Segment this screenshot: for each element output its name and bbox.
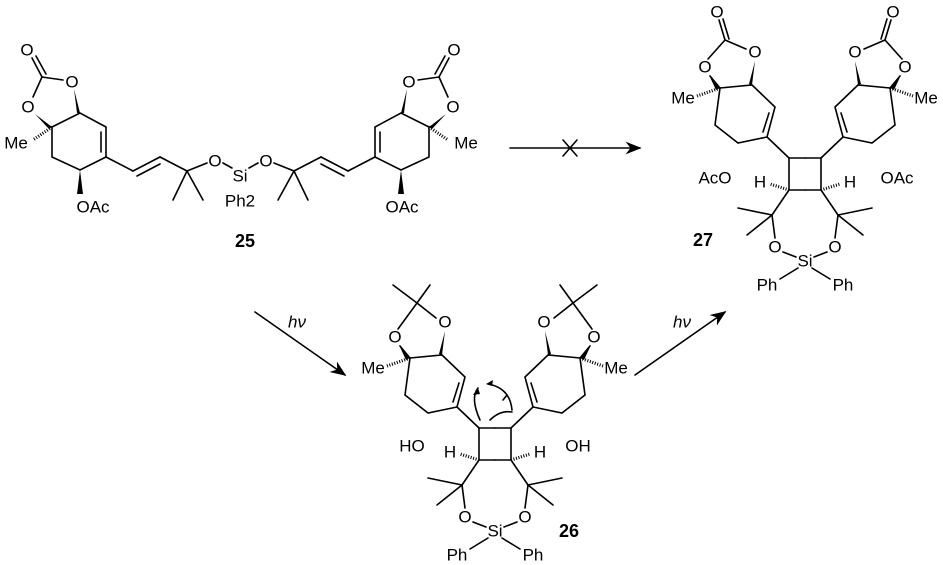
acetoxy-label: AcO [698,169,731,188]
methyl-label: Me [914,89,938,108]
silicon-label: Si [487,522,502,541]
ring-oxygen: O [587,328,600,347]
phenyl-label: Ph [833,276,854,295]
acetoxy-label: OAc [880,169,914,188]
compound-label-26: 26 [559,521,579,541]
silyl-oxygen: O [828,238,841,257]
ring-oxygen: O [748,43,761,62]
phenyl-label: Ph [757,276,778,295]
compound-27: O O O O O O Me Me AcO OAc H H O O Si Ph … [671,3,938,295]
blocked-arrow [509,139,642,157]
silyl-oxygen: O [518,508,531,527]
hydroxyl-label: OH [565,437,591,456]
hydrogen-label: H [844,173,856,192]
ring-oxygen: O [65,73,78,92]
hydroxyl-label: HO [399,437,425,456]
silicon-label: Si [232,167,247,186]
silyl-oxygen: O [768,238,781,257]
carbonate-right [863,18,903,60]
hydrogen-label: H [754,173,766,192]
methyl-label: Me [604,359,628,378]
compound-26: O O O O Me Me HO OH H H O O Si Ph Ph 26 [361,284,628,565]
silyl-oxygen: O [208,152,221,171]
methyl-label: Me [361,359,385,378]
ring-oxygen: O [898,58,911,77]
curved-electron-arrows [473,380,513,421]
acetoxy-label: OAc [76,198,110,217]
acetonide-left [392,284,437,330]
compound-label-25: 25 [235,231,255,251]
compound-25-right-bonds [247,54,451,202]
compound-25: O O O Me OAc O O O Me OAc O O Si Ph2 25 [4,41,478,252]
acetoxy-label: OAc [385,198,419,217]
silicon-label: Si [797,252,812,271]
hv-label: hν [673,313,691,332]
hydrogen-label: H [444,443,456,462]
hv-label: hν [288,313,306,332]
ring-oxygen: O [698,58,711,77]
compound-label-27: 27 [693,230,713,250]
ring-oxygen: O [537,313,550,332]
acetonide-right [553,284,598,330]
hydrogen-label: H [534,443,546,462]
photolysis-arrow-1: hν [254,311,347,376]
methyl-label: Me [454,134,478,153]
ring-oxygen: O [402,73,415,92]
ring-oxygen: O [446,98,459,117]
cross-mark [562,139,578,157]
ring-oxygen: O [21,98,34,117]
compound-25-left-bonds [30,54,234,202]
carbonyl-oxygen: O [447,41,460,60]
methyl-label: Me [671,89,695,108]
carbonyl-oxygen: O [20,41,33,60]
silyl-oxygen: O [259,152,272,171]
diphenyl-label: Ph2 [225,192,255,211]
photolysis-arrow-2: hν [634,311,727,376]
ring-oxygen: O [438,313,451,332]
ring-oxygen: O [848,43,861,62]
carbonyl-oxygen: O [710,3,723,22]
carbonate-left [707,18,747,60]
phenyl-label: Ph [523,546,544,565]
phenyl-label: Ph [447,546,468,565]
methyl-label: Me [4,134,28,153]
ring-oxygen: O [388,328,401,347]
silyl-oxygen: O [458,508,471,527]
carbonyl-oxygen: O [886,3,899,22]
